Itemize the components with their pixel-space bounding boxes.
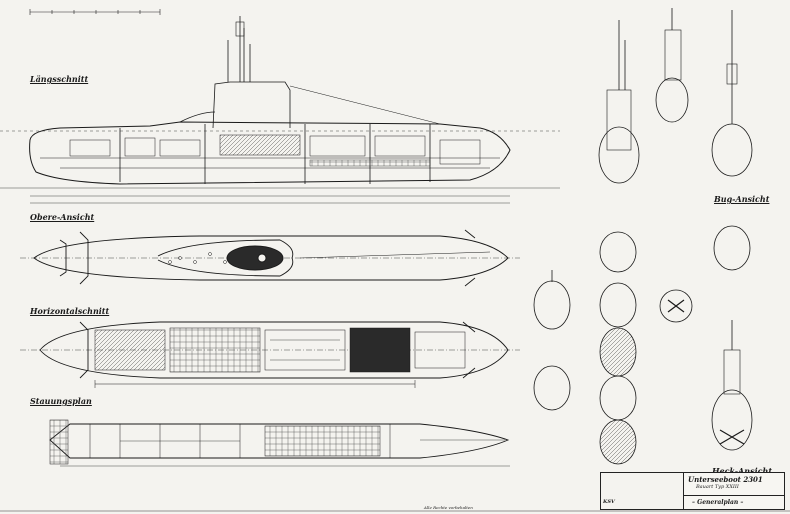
plan-title: – Generalplan – — [692, 499, 744, 506]
stowage-plan — [49, 419, 510, 467]
label-heck-ansicht: Heck-Ansicht — [712, 466, 773, 476]
footnote: Alle Rechte vorbehalten — [424, 505, 473, 510]
boat-type: Bauart Typ XXIII — [696, 484, 739, 490]
org-stamp: KSV — [603, 499, 615, 505]
label-stauungsplan: Stauungsplan — [30, 396, 92, 406]
horizontal-section — [20, 321, 520, 388]
title-block-left: KSV — [600, 472, 683, 510]
cross-sections — [533, 8, 753, 465]
longitudinal-section — [0, 16, 560, 204]
top-view — [20, 229, 520, 287]
label-horizontalschnitt: Horizontalschnitt — [30, 306, 110, 316]
boat-name: Unterseeboot 2301 — [688, 475, 763, 484]
title-block: Unterseeboot 2301 Bauart Typ XXIII – Gen… — [683, 472, 785, 510]
label-obere-ansicht: Obere-Ansicht — [30, 212, 95, 222]
label-laengsschnitt: Längsschnitt — [30, 74, 89, 84]
scale-bar — [29, 9, 161, 15]
label-bug-ansicht: Bug-Ansicht — [714, 194, 770, 204]
